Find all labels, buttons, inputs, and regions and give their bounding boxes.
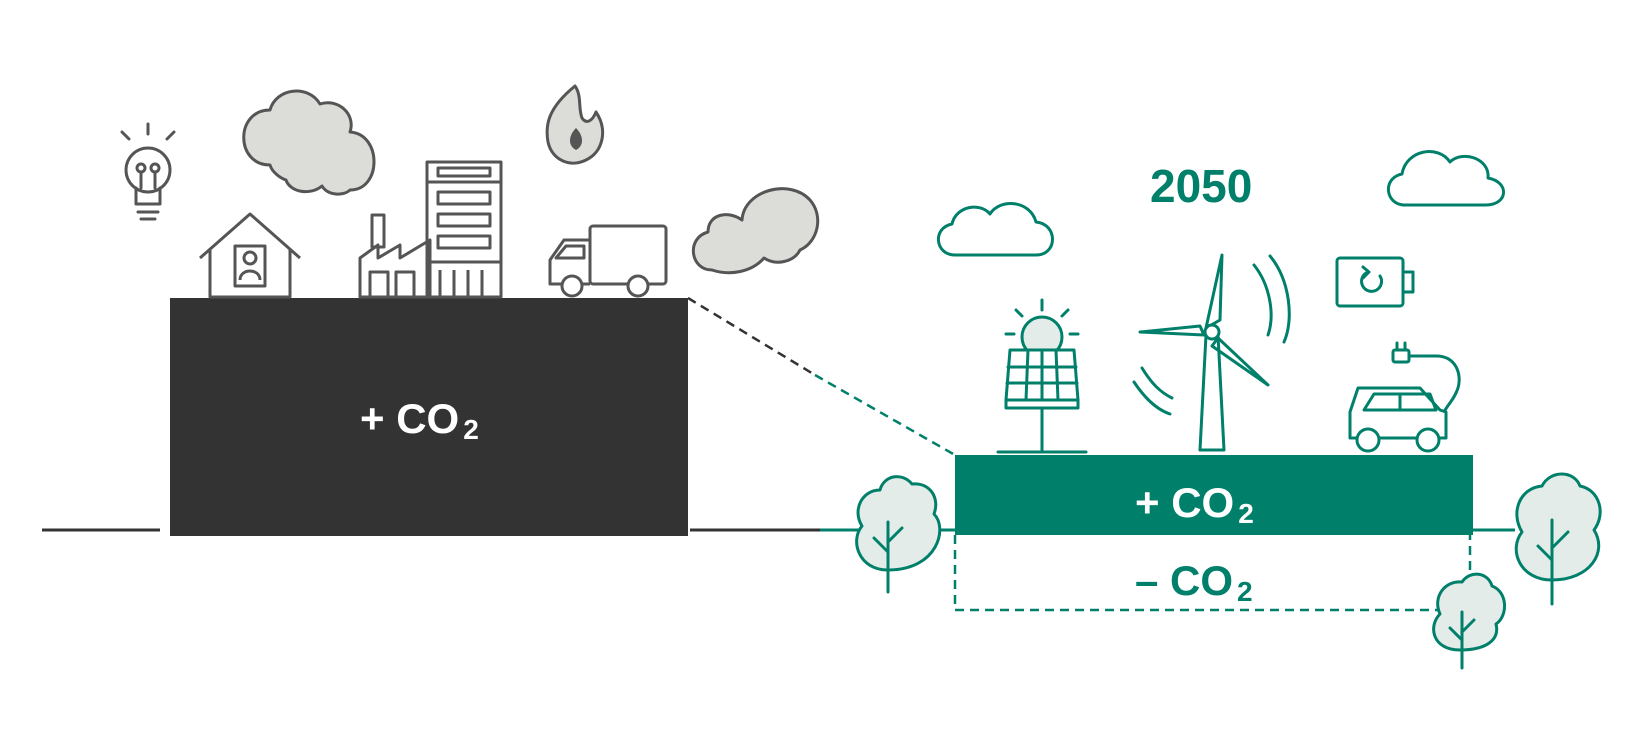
cloud-icon [936,202,1054,257]
flame-icon [545,84,605,165]
residual-emissions-text: + CO [1135,479,1235,526]
emissions-block [170,298,688,536]
target-year: 2050 [1150,160,1253,212]
emissions-text: + CO [360,395,460,442]
tree-icon [1432,572,1506,670]
residual-emissions-subscript: 2 [1238,498,1254,529]
battery-icon [1335,256,1415,308]
dashed-connector-green [814,373,956,457]
truck-icon [548,224,668,298]
tree-icon [855,475,942,594]
absorption-text: – CO [1135,557,1234,604]
wind-turbine-icon [1132,253,1291,452]
smoke-cloud-icon [242,89,376,196]
emissions-subscript: 2 [463,414,479,445]
cloud-icon [1386,150,1505,207]
lightbulb-icon [120,122,176,221]
smoke-cloud-icon [691,187,820,275]
house-icon [199,212,301,299]
electric-car-icon [1348,341,1461,453]
dashed-connector [687,296,816,377]
factory-icon [358,213,432,299]
solar-panel-icon [996,298,1088,454]
absorption-subscript: 2 [1237,576,1253,607]
absorption-box [953,535,1472,612]
residual-emissions-block [955,455,1473,535]
office-building-icon [425,160,503,299]
tree-icon [1514,472,1602,606]
